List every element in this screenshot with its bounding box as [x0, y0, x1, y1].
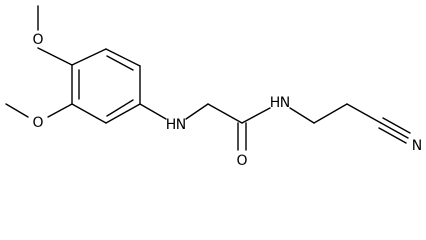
bond-methyl-left	[5, 103, 29, 118]
atom-h-amide: H	[270, 95, 281, 111]
bond-ring-2	[105, 48, 141, 67]
bond-nitrile-triple-b	[382, 117, 411, 134]
bond-ring-5	[71, 103, 107, 124]
bond-ring-double-1	[106, 55, 134, 71]
atom-n-amine: N	[176, 117, 186, 133]
bonds	[5, 5, 411, 151]
bond-otop-ring	[37, 47, 73, 66]
bond-ch2-carbonyl	[207, 103, 243, 124]
bond-ring-oleft	[47, 103, 73, 118]
atom-o-left: O	[32, 115, 43, 131]
atom-o-carbonyl: O	[236, 153, 247, 169]
bond-nitrile-triple-c	[378, 127, 407, 144]
structure-diagram: O O N H N H O N	[5, 5, 422, 169]
bond-carbonyl-namide	[241, 107, 271, 124]
bond-namine-ch2	[185, 103, 209, 120]
atom-o-top: O	[32, 32, 43, 48]
bond-namide-ch2	[289, 107, 315, 124]
atom-n-amide: N	[280, 95, 290, 111]
atom-n-nitrile: N	[412, 138, 422, 154]
bond-ring-1	[71, 48, 107, 66]
atom-h-amine: H	[166, 117, 177, 133]
bond-ch2-nitrile-c	[346, 103, 382, 124]
bond-nitrile-triple-a	[380, 122, 409, 139]
atom-labels: O O N H N H O N	[32, 32, 422, 169]
bond-ring-double-2	[106, 99, 134, 117]
bond-ring-4	[105, 103, 141, 124]
bond-ch2-ch2	[313, 103, 348, 124]
bond-ring-namine	[139, 103, 167, 120]
